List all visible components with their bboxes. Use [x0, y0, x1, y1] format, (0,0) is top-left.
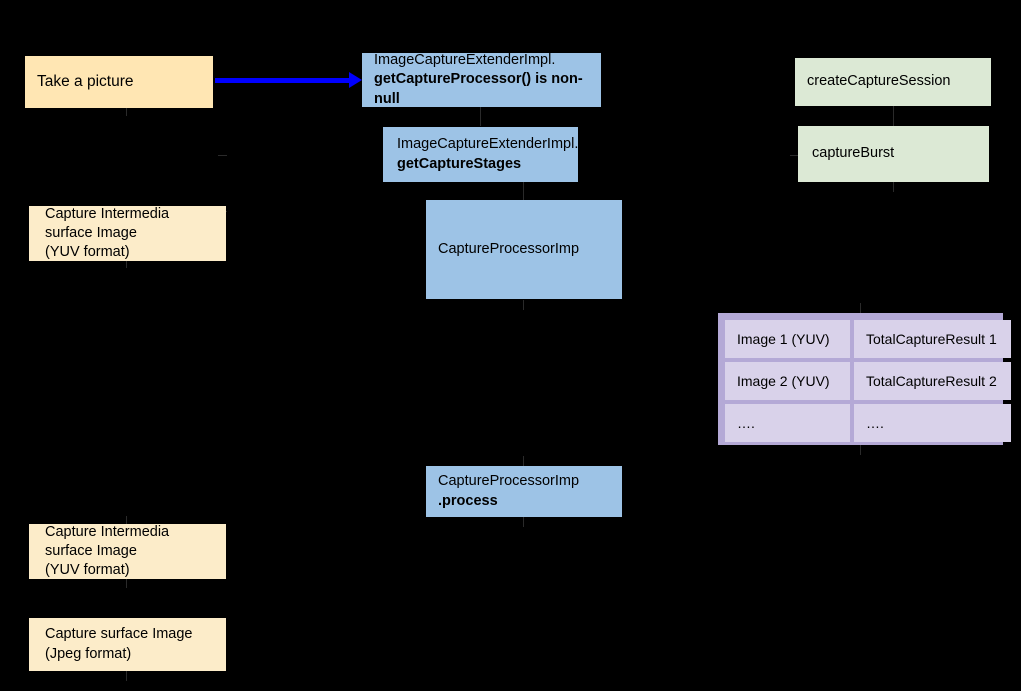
node-line-2: getCaptureStages — [397, 155, 522, 172]
node-line-2: surface Image — [45, 542, 137, 559]
node-capture-burst[interactable]: captureBurst — [798, 126, 989, 182]
node-capture-surface-image-jpeg[interactable]: Capture surface Image (Jpeg format) — [29, 618, 226, 671]
node-get-capture-stages[interactable]: ImageCaptureExtenderImpl. getCaptureStag… — [383, 127, 578, 182]
connector-tick — [523, 300, 524, 310]
connector-tick — [523, 517, 524, 527]
node-capture-intermedia-surface-yuv-bottom[interactable]: Capture Intermedia surface Image (YUV fo… — [29, 524, 226, 579]
table-cell-result[interactable]: TotalCaptureResult 2 — [854, 362, 1011, 400]
node-line-1: CaptureProcessorImp — [438, 473, 580, 490]
node-capture-processor-imp-label: CaptureProcessorImp — [438, 240, 580, 257]
node-line-1: Capture Intermedia — [45, 523, 170, 540]
node-capture-burst-label: captureBurst — [812, 145, 895, 162]
results-table: Image 1 (YUV) TotalCaptureResult 1 Image… — [718, 313, 1011, 445]
node-create-capture-session[interactable]: createCaptureSession — [795, 58, 991, 106]
node-line-1: Capture surface Image — [45, 626, 193, 643]
node-take-a-picture-label: Take a picture — [37, 72, 134, 90]
arrow-take-picture-to-get-capture-processor — [215, 78, 351, 83]
node-capture-processor-imp-process[interactable]: CaptureProcessorImp .process — [426, 466, 622, 517]
connector-tick — [523, 182, 524, 200]
node-line-1: ImageCaptureExtenderImpl. — [397, 136, 579, 153]
node-create-capture-session-label: createCaptureSession — [807, 73, 951, 90]
table-cell-image[interactable]: …. — [725, 404, 850, 442]
node-get-capture-processor[interactable]: ImageCaptureExtenderImpl. getCaptureProc… — [362, 52, 601, 107]
connector-tick — [126, 516, 127, 524]
table-cell-text: Image 2 (YUV) — [737, 373, 830, 389]
table-cell-text: TotalCaptureResult 2 — [866, 373, 997, 389]
arrow-head-icon — [349, 72, 362, 88]
node-take-a-picture[interactable]: Take a picture — [25, 56, 213, 108]
connector-tick — [860, 445, 861, 455]
table-cell-text: …. — [737, 415, 755, 431]
table-cell-result[interactable]: …. — [854, 404, 1011, 442]
table-cell-text: …. — [866, 415, 884, 431]
table-cell-text: Image 1 (YUV) — [737, 331, 830, 347]
node-capture-processor-imp[interactable]: CaptureProcessorImp — [426, 200, 622, 299]
node-line-2: surface Image — [45, 224, 137, 241]
connector-tick — [126, 578, 127, 588]
node-line-2: (Jpeg format) — [45, 645, 132, 662]
table-cell-image[interactable]: Image 2 (YUV) — [725, 362, 850, 400]
node-line-3: (YUV format) — [45, 244, 130, 261]
connector-tick — [523, 456, 524, 466]
node-line-1: ImageCaptureExtenderImpl. — [374, 52, 556, 69]
node-line-3: (YUV format) — [45, 562, 130, 579]
connector-tick — [126, 258, 127, 268]
table-cell-result[interactable]: TotalCaptureResult 1 — [854, 320, 1011, 358]
node-capture-intermedia-surface-yuv-top[interactable]: Capture Intermedia surface Image (YUV fo… — [29, 206, 226, 261]
connector-tick — [126, 671, 127, 681]
connector-tick — [480, 107, 481, 126]
connector-tick — [893, 182, 894, 192]
connector-tick — [860, 303, 861, 313]
connector-tick — [218, 155, 227, 156]
connector-tick — [790, 155, 798, 156]
node-line-2: getCaptureProcessor() is non-null — [374, 71, 583, 107]
table-cell-image[interactable]: Image 1 (YUV) — [725, 320, 850, 358]
table-cell-text: TotalCaptureResult 1 — [866, 331, 997, 347]
node-line-2: .process — [438, 492, 498, 509]
connector-tick — [893, 106, 894, 126]
connector-tick — [126, 107, 127, 116]
node-line-1: Capture Intermedia — [45, 205, 170, 222]
